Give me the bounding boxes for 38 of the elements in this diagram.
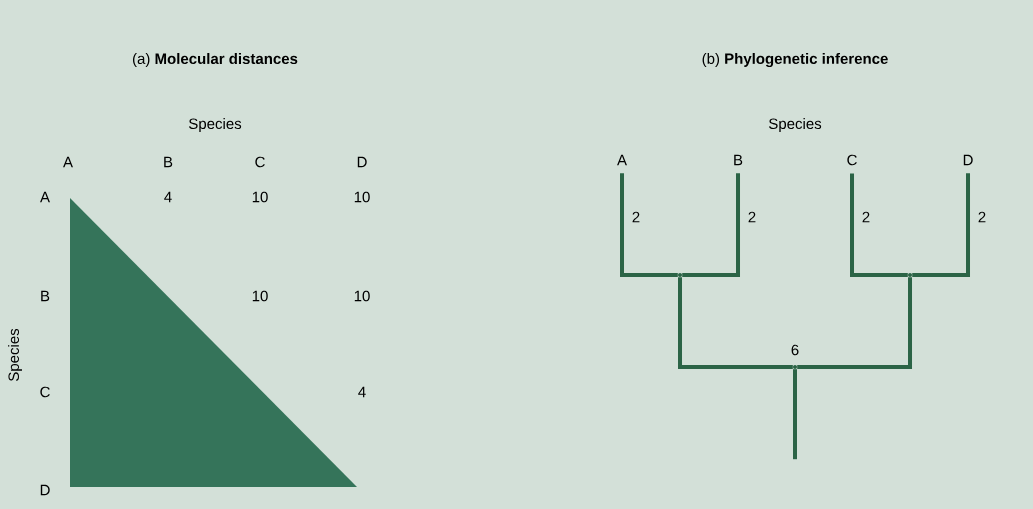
branch-node <box>793 365 797 369</box>
tree-branch <box>620 173 678 277</box>
panel-title: (b) Phylogenetic inference <box>702 53 888 68</box>
species-label: C <box>847 154 857 166</box>
column-label: C <box>255 156 265 168</box>
edge-label: 2 <box>862 211 870 223</box>
branch-length: 6 <box>791 344 799 356</box>
axis-title: Species <box>8 328 22 381</box>
species-label: B <box>734 154 743 166</box>
edge-label: 2 <box>632 211 640 223</box>
row-label: B <box>41 290 50 302</box>
row-label: A <box>40 191 50 203</box>
tree-branch <box>793 369 797 460</box>
panel-title: (a) Molecular distances <box>133 53 298 67</box>
tree-branch <box>850 173 908 277</box>
edge-label: 2 <box>978 211 986 223</box>
column-label: B <box>164 156 173 168</box>
row-label: C <box>40 386 50 398</box>
column-label: A <box>63 156 73 168</box>
distance-value: 10 <box>354 290 370 302</box>
column-label: D <box>357 156 367 168</box>
tree-branch <box>682 173 740 277</box>
edge-label: 2 <box>748 211 756 223</box>
branch-node <box>678 273 682 277</box>
axis-title: Species <box>769 118 822 132</box>
species-label: D <box>963 154 973 166</box>
distance-value: 4 <box>358 386 366 398</box>
tree-branch <box>678 277 793 369</box>
distance-value: 4 <box>164 191 172 203</box>
distance-value: 10 <box>252 191 268 203</box>
branch-node <box>908 273 912 277</box>
tree-branch <box>912 173 970 277</box>
row-label: D <box>40 484 50 496</box>
distance-value: 10 <box>252 290 268 302</box>
tree-branch <box>797 277 912 369</box>
species-label: A <box>617 154 627 166</box>
distance-value: 10 <box>354 191 370 203</box>
axis-title: Species <box>189 118 242 132</box>
